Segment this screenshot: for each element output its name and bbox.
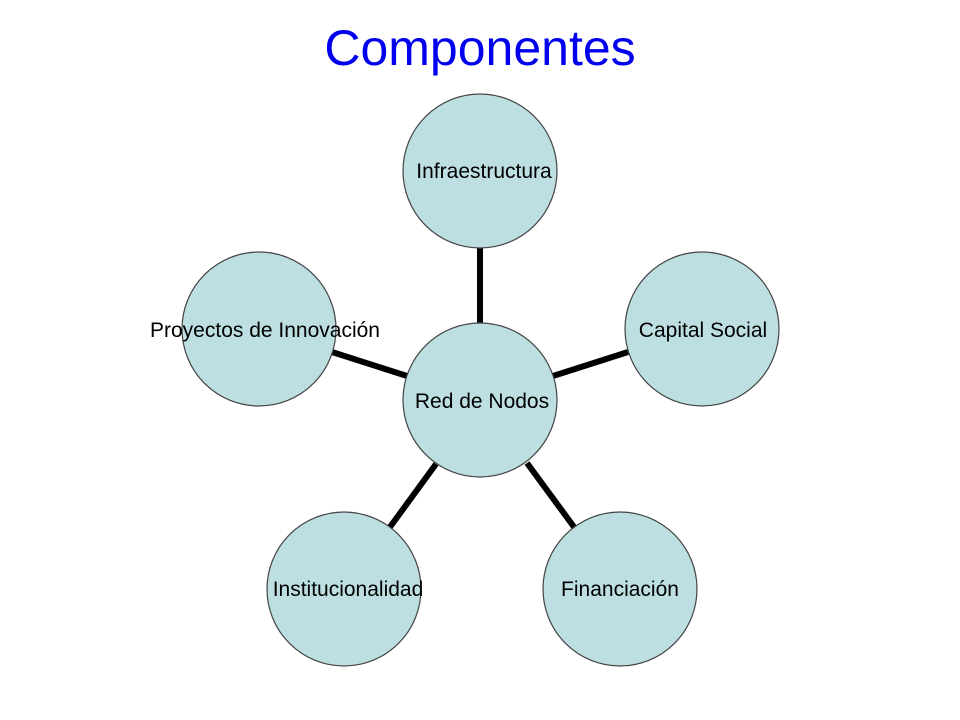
node-label-capital-social: Capital Social: [639, 319, 767, 342]
node-red-de-nodos: [402, 322, 558, 478]
slide-title: Componentes: [324, 20, 636, 76]
node-proyectos-innovacion: [181, 251, 337, 407]
connector-capital-social: [552, 349, 629, 379]
connector-financiacion: [524, 461, 577, 529]
node-financiacion: [542, 511, 698, 667]
connector-proyectos-innovacion: [331, 349, 408, 379]
node-capital-social: [624, 251, 780, 407]
node-label-institucionalidad: Institucionalidad: [273, 578, 424, 601]
node-label-financiacion: Financiación: [561, 578, 679, 601]
node-institucionalidad: [266, 511, 422, 667]
node-label-infraestructura: Infraestructura: [416, 160, 552, 183]
connector-institucionalidad: [387, 462, 439, 529]
node-label-proyectos-innovacion: Proyectos de Innovación: [150, 319, 380, 342]
center-label: Red de Nodos: [415, 390, 549, 413]
node-infraestructura: [402, 93, 558, 249]
